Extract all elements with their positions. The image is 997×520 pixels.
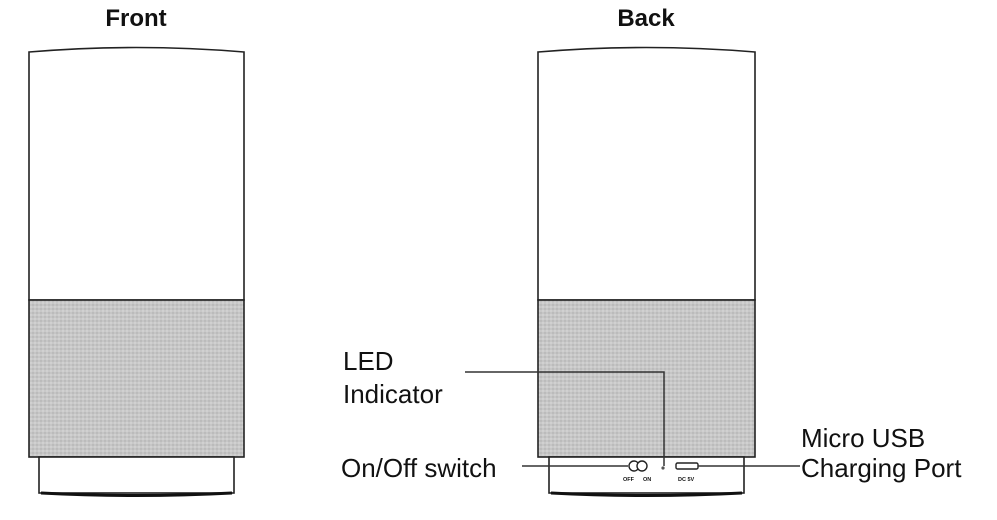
front-speaker-grille [28,299,245,458]
back-speaker-base-shadow [550,491,743,497]
led-label-line1: LED [343,346,394,376]
switch-on-marking: ON [643,477,651,483]
led-leader-line [465,371,665,466]
switch-off-marking: OFF [623,477,635,483]
back-speaker-grille [537,299,756,458]
led-indicator-icon [661,466,665,470]
led-label-line2: Indicator [343,379,443,409]
power-switch-icon [628,460,648,472]
micro-usb-port-icon [675,462,699,470]
back-speaker-base [548,456,745,494]
front-speaker-body [28,46,245,301]
usb-label-line2: Charging Port [801,453,962,483]
usb-rating-marking: DC 5V [678,477,695,483]
usb-label-line1: Micro USB [801,423,925,453]
back-speaker: OFF ON DC 5V [537,46,756,497]
front-speaker [28,46,245,497]
back-speaker-body [537,46,756,301]
front-speaker-base [38,456,235,494]
switch-label: On/Off switch [341,453,497,483]
back-title: Back [617,5,675,32]
front-title: Front [105,5,166,32]
front-speaker-base-shadow [40,491,233,497]
